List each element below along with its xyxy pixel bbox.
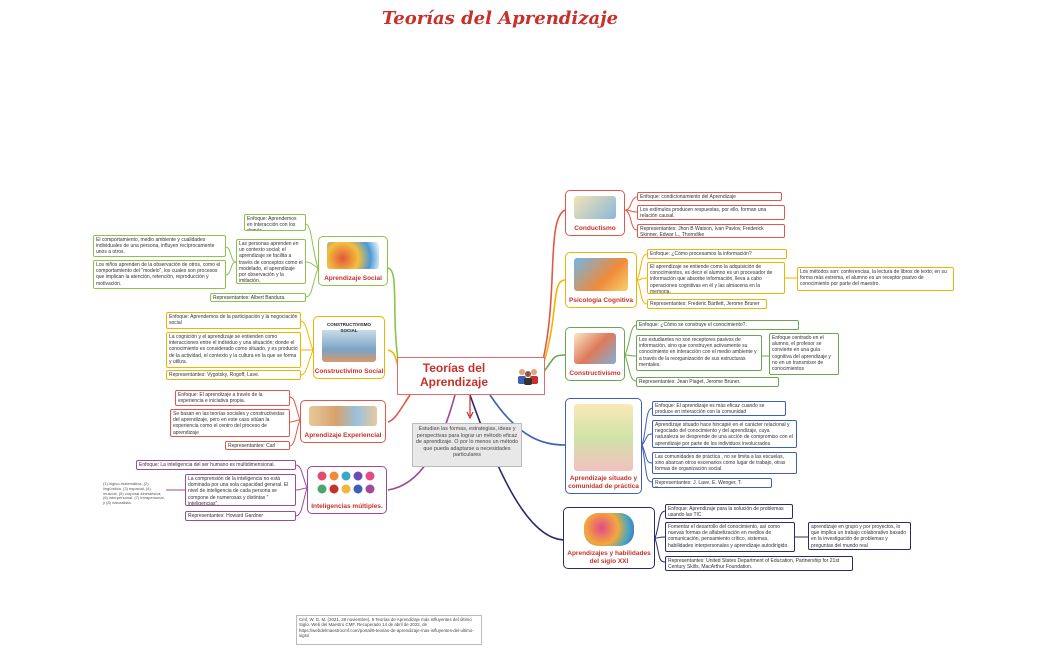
summary-box: Estudian las formas, estrategias, ideas …: [412, 423, 522, 467]
node-inteligencias-multiples[interactable]: Inteligencias múltiples.: [307, 466, 387, 514]
constructivismo-social-image: CONSTRUCTIVISMO SOCIAL: [322, 322, 376, 362]
reference-citation: Cmf, W. D. M. (2021, 28 noviembre). 9 Te…: [296, 615, 482, 645]
social-comportamiento: El comportamiento, medio ambiente y cual…: [93, 235, 226, 257]
social-representantes: Representantes: Albert Bandura.: [210, 293, 306, 302]
situado-image: [574, 404, 633, 471]
constructivismo-representantes: Representantes: Jean Piaget, Jerome Brun…: [636, 377, 779, 387]
xxi-fomentar: Fomentar el desarrollo del conocimiento,…: [665, 522, 795, 552]
experiencial-representantes: Representantes: Carl Rogers: [225, 441, 290, 450]
constructivismo-social-pic-title: CONSTRUCTIVISMO SOCIAL: [326, 322, 371, 333]
cognitiva-enfoque: Enfoque: ¿Cómo procesamos la información…: [647, 249, 787, 259]
situado-descripcion: Aprendizaje situado hace hincapié en el …: [652, 420, 797, 448]
multiples-enfoque: Enfoque: La inteligencia del ser humano …: [136, 460, 296, 470]
xxi-enfoque: Enfoque: Aprendizaje para la solución de…: [665, 504, 793, 519]
xxi-grupo: aprendizaje en grupo y por proyectos, lo…: [808, 522, 911, 550]
situado-enfoque: Enfoque: El aprendizaje es más eficaz cu…: [652, 401, 786, 416]
conductismo-estimulos: Los estímulos producen respuestas, por e…: [637, 205, 785, 220]
xxi-representantes: Representantes: United States Department…: [665, 556, 853, 571]
social-enfoque: Enfoque: Aprendemos en interacción con l…: [244, 214, 306, 231]
node-constructivismo[interactable]: Constructivismo: [565, 327, 625, 381]
node-conductismo-label: Conductismo: [574, 224, 616, 232]
multiples-tipos: (1) lógico-matemática, (2) lingüística, …: [103, 481, 165, 506]
node-aprendizaje-experiencial[interactable]: Aprendizaje Experiencial: [300, 400, 386, 443]
constructivismo-enfoque: Enfoque: ¿Cómo se construye el conocimie…: [636, 320, 799, 330]
node-social-label: Aprendizaje Social: [324, 274, 382, 282]
social-ninos: Los niños aprenden de la observación de …: [93, 260, 226, 289]
constructivismo-social-enfoque: Enfoque: Aprendemos de la participación …: [166, 312, 301, 329]
cognitiva-descripcion: El aprendizaje se entiende como la adqui…: [647, 262, 785, 294]
inteligencias-icons: [317, 471, 375, 494]
node-conductismo[interactable]: Conductismo: [565, 190, 625, 236]
constructivismo-social-representantes: Representantes: Vygotsky, Rogoff, Lave.: [166, 370, 301, 380]
central-topic[interactable]: Teorías del Aprendizaje: [397, 357, 545, 395]
conductismo-representantes: Representantes: Jhon B Watson, Ivan Pavl…: [637, 224, 785, 238]
node-aprendizaje-social[interactable]: Aprendizaje Social: [318, 236, 388, 286]
node-constructivismo-label: Constructivismo: [569, 369, 621, 377]
brain-image: [584, 513, 634, 546]
node-siglo-xxi[interactable]: Aprendizajes y habilidades del siglo XXI: [563, 507, 655, 569]
node-aprendizaje-situado[interactable]: Aprendizaje situado y comunidad de práct…: [565, 398, 642, 494]
constructivismo-descripcion: Los estudiantes no son receptores pasivo…: [636, 335, 762, 371]
node-multiples-label: Inteligencias múltiples.: [311, 502, 383, 510]
constructivismo-alumno: Enfoque centrado en el alumno, el profes…: [769, 333, 839, 375]
page-title: Teorías del Aprendizaje: [381, 8, 619, 29]
cognitiva-representantes: Representantes: Frederic Bartlett, Jerom…: [647, 299, 767, 309]
social-image: [327, 242, 379, 269]
experiencial-enfoque: Enfoque: El aprendizaje a través de la e…: [175, 390, 290, 406]
experiencial-image: [309, 406, 377, 426]
multiples-representantes: Representantes: Howard Gardner: [185, 511, 296, 521]
cognitiva-image: [574, 258, 628, 291]
node-situado-label: Aprendizaje situado y comunidad de práct…: [568, 475, 639, 490]
node-xxi-label: Aprendizajes y habilidades del siglo XXI: [567, 550, 651, 565]
node-experiencial-label: Aprendizaje Experiencial: [304, 431, 382, 439]
experiencial-descripcion: Se basan en las teorías sociales y const…: [170, 409, 290, 437]
situado-comunidades: Las comunidades de práctica , no se limi…: [652, 452, 797, 474]
multiples-descripcion: La comprensión de la inteligencia no est…: [185, 474, 296, 506]
cognitiva-metodos: Los métodos son: conferencias, la lectur…: [797, 267, 954, 291]
situado-representantes: Representantes: J. Lave, E. Wenger, T. S…: [652, 478, 772, 488]
node-psicologia-cognitiva[interactable]: Psicología Cognitiva: [565, 252, 637, 308]
node-constructivismo-social[interactable]: CONSTRUCTIVISMO SOCIAL Constructivimo So…: [313, 316, 385, 379]
constructivismo-social-descripcion: La cognición y el aprendizaje se entiend…: [166, 332, 301, 368]
social-personas: Las personas aprenden en un contexto soc…: [236, 239, 306, 284]
constructivismo-image: [574, 333, 616, 364]
conductismo-image: [574, 196, 616, 219]
node-cognitiva-label: Psicología Cognitiva: [569, 296, 633, 304]
people-icon: [518, 369, 538, 385]
central-topic-label: Teorías del Aprendizaje: [419, 361, 488, 389]
conductismo-enfoque: Enfoque: condicionamiento del Aprendizaj…: [637, 192, 782, 201]
node-constructivismo-social-label: Constructivimo Social: [314, 367, 384, 375]
